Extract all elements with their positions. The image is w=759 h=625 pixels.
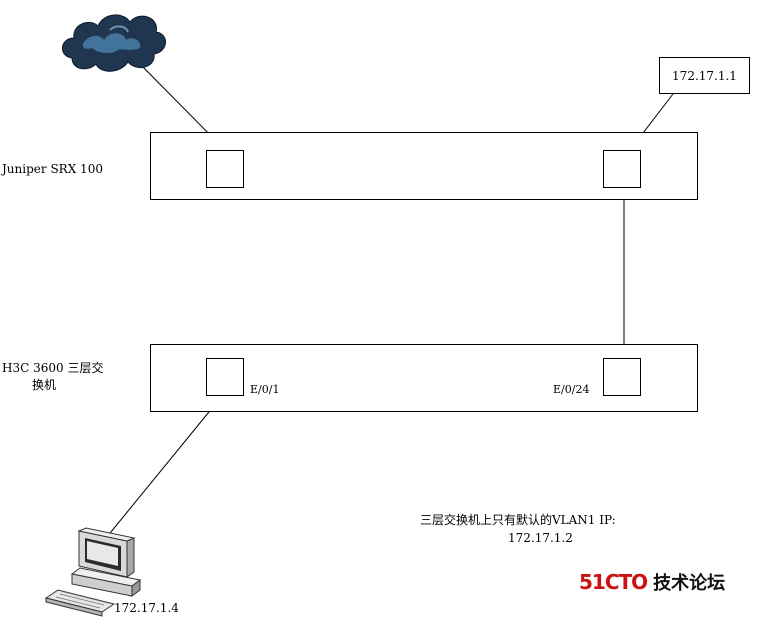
firewall-ip-box: 172.17.1.1 bbox=[659, 57, 750, 94]
firewall-port-lan bbox=[603, 150, 641, 188]
cloud-icon bbox=[62, 14, 166, 72]
note-line2: 172.17.1.2 bbox=[508, 531, 573, 545]
pc-icon bbox=[44, 527, 142, 617]
firewall-port-wan bbox=[206, 150, 244, 188]
firewall-label: Juniper SRX 100 bbox=[2, 162, 103, 176]
watermark-sub: 技术论坛 bbox=[653, 573, 726, 594]
switch-port-left-label: E/0/1 bbox=[250, 383, 280, 396]
switch-port-e0-24 bbox=[603, 358, 641, 396]
switch-label-line2: 换机 bbox=[32, 378, 57, 392]
switch-label-line1: H3C 3600 三层交 bbox=[2, 361, 104, 375]
switch-port-right-label: E/0/24 bbox=[553, 383, 590, 396]
watermark-brand: 51CTO bbox=[579, 570, 648, 594]
link-switch-pc bbox=[105, 395, 223, 539]
note-line1: 三层交换机上只有默认的VLAN1 IP: bbox=[420, 513, 616, 527]
firewall-ip-label: 172.17.1.1 bbox=[672, 68, 737, 83]
pc-ip-label: 172.17.1.4 bbox=[114, 601, 179, 615]
switch-port-e0-1 bbox=[206, 358, 244, 396]
